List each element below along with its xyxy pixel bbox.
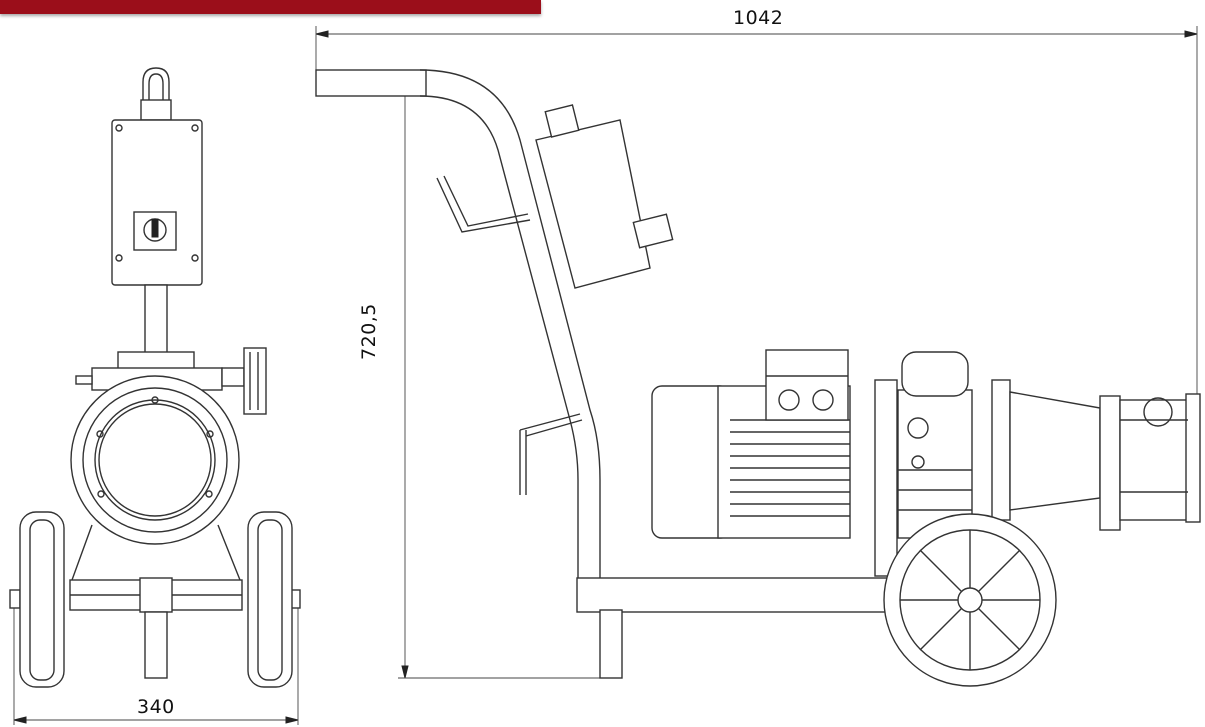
front-view [9,67,301,688]
header-banner [0,0,541,14]
dimension-length-label: 1042 [733,7,784,29]
dimension-length-line [315,26,1198,400]
dimension-width-label: 340 [137,696,175,718]
side-view [315,69,1201,687]
dimension-width-line [13,600,299,725]
dimension-height-label: 720,5 [358,303,380,360]
